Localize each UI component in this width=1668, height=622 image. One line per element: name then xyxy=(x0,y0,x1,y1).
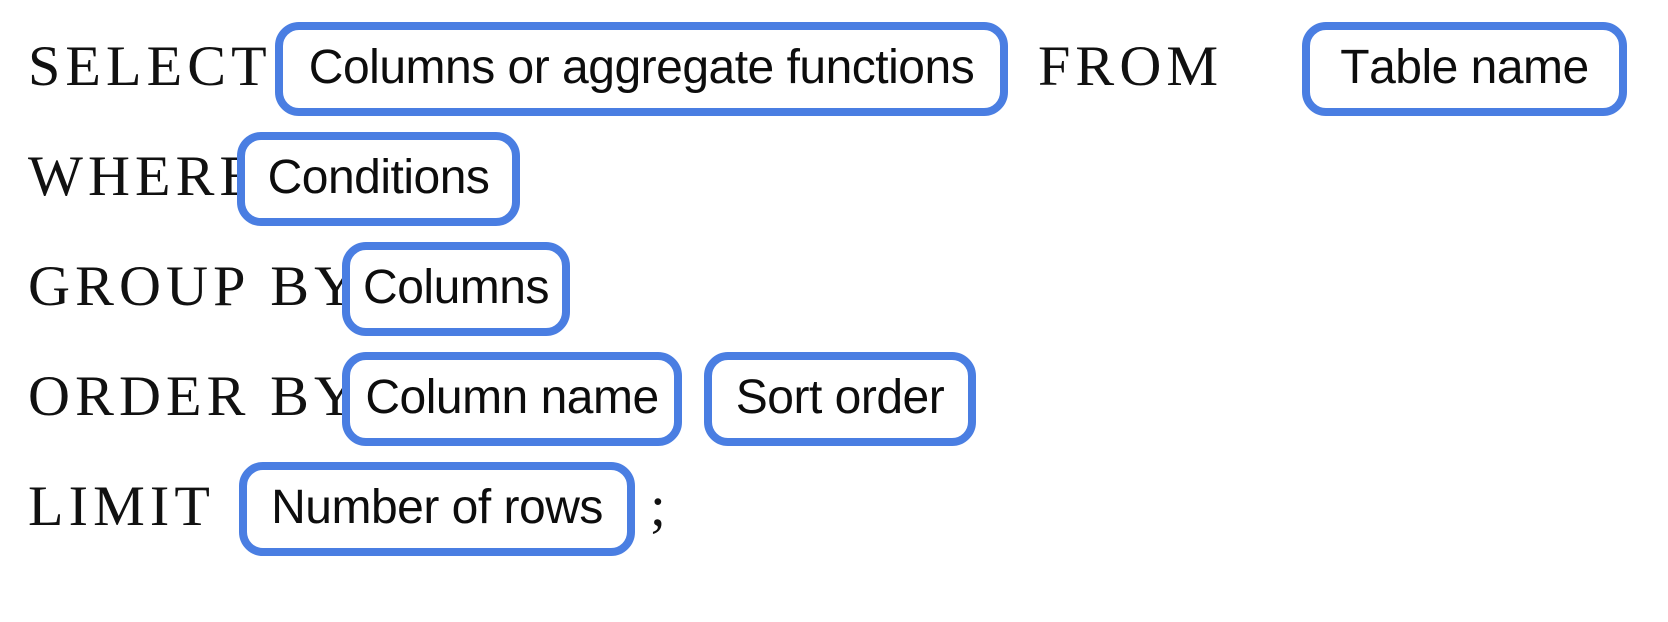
slot-order-column-name[interactable]: Column name xyxy=(342,352,682,446)
keyword-select: SELECT xyxy=(28,35,272,98)
slot-sort-order[interactable]: Sort order xyxy=(704,352,976,446)
slot-label: Sort order xyxy=(735,371,945,424)
clause-row-limit: LIMIT Number of rows ; xyxy=(0,452,1668,562)
slot-group-columns[interactable]: Columns xyxy=(342,242,570,336)
keyword-where: WHERE xyxy=(28,145,261,208)
keyword-order-by: ORDER BY xyxy=(28,365,362,428)
clause-row-order-by: ORDER BY Column name Sort order xyxy=(0,342,1668,452)
clause-row-where: WHERE Conditions xyxy=(0,122,1668,232)
slot-number-of-rows[interactable]: Number of rows xyxy=(239,462,635,556)
statement-terminator: ; xyxy=(650,475,666,538)
keyword-group-by: GROUP BY xyxy=(28,255,362,318)
slot-columns-or-aggregate-functions[interactable]: Columns or aggregate functions xyxy=(275,22,1008,116)
slot-label: Number of rows xyxy=(271,481,603,534)
keyword-limit: LIMIT xyxy=(28,475,215,538)
clause-row-group-by: GROUP BY Columns xyxy=(0,232,1668,342)
slot-label: Column name xyxy=(365,371,659,424)
slot-label: Table name xyxy=(1340,41,1589,94)
slot-conditions[interactable]: Conditions xyxy=(237,132,520,226)
keyword-from: FROM xyxy=(1038,35,1224,98)
slot-label: Columns or aggregate functions xyxy=(308,41,975,94)
clause-row-select: SELECT Columns or aggregate functions FR… xyxy=(0,12,1668,122)
slot-label: Conditions xyxy=(267,151,490,204)
slot-label: Columns xyxy=(363,261,549,314)
slot-table-name[interactable]: Table name xyxy=(1302,22,1627,116)
